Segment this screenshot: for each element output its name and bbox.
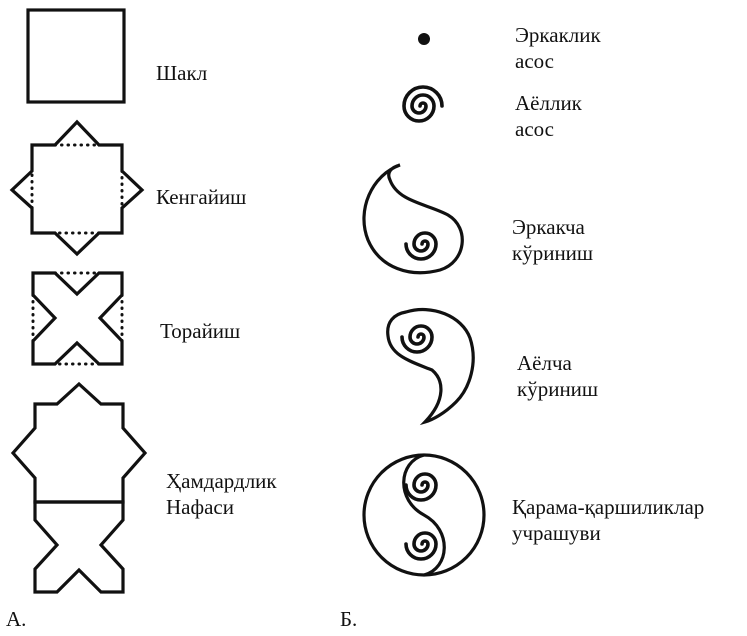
contracting-cross-shape bbox=[31, 271, 124, 366]
panel-a-marker: А. bbox=[6, 607, 27, 631]
opposites-meeting-divider bbox=[402, 453, 446, 577]
label-masculine-form: Эркакча кўриниш bbox=[512, 215, 594, 265]
square-shape bbox=[26, 8, 126, 104]
opposites-lower-spiral bbox=[404, 531, 438, 561]
masculine-form-outline bbox=[362, 163, 464, 275]
masculine-form-spiral bbox=[404, 231, 438, 261]
panel-b-marker: Б. bbox=[340, 607, 358, 631]
feminine-form-outline bbox=[386, 307, 475, 426]
opposites-upper-spiral bbox=[404, 472, 438, 502]
label-shape: Шакл bbox=[156, 61, 208, 85]
label-female-origin: Аёллик асос bbox=[515, 91, 582, 141]
sympathy-breath-cross bbox=[33, 500, 125, 594]
female-origin-spiral bbox=[402, 85, 444, 123]
male-origin-dot bbox=[418, 33, 430, 45]
feminine-form-spiral bbox=[400, 324, 434, 354]
label-opposites-meeting: Қарама-қаршиликлар учрашуви bbox=[512, 495, 705, 545]
contracting-cross-dots bbox=[31, 271, 124, 366]
label-contraction: Торайиш bbox=[160, 319, 241, 343]
label-expansion: Кенгайиш bbox=[156, 185, 247, 209]
label-male-origin: Эркаклик асос bbox=[515, 23, 601, 73]
label-feminine-form: Аёлча кўриниш bbox=[517, 351, 599, 401]
expanding-star-shape bbox=[9, 119, 145, 257]
label-sympathy-breath: Ҳамдардлик Нафаси bbox=[166, 469, 277, 519]
expanding-star-dots bbox=[30, 143, 124, 235]
sympathy-breath-star bbox=[10, 381, 148, 504]
